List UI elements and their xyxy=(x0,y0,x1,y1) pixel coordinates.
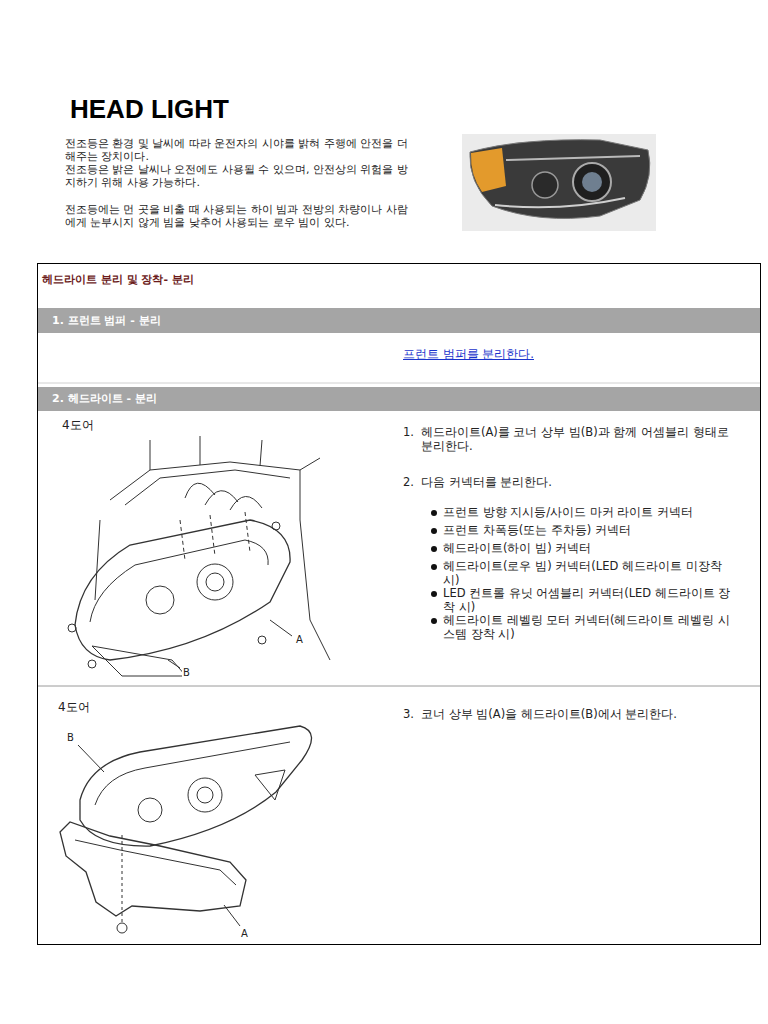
connector-item: 헤드라이트 레벨링 모터 커넥터(헤드라이트 레벨링 시스템 장착 시) xyxy=(443,614,733,642)
link-text: 프런트 범퍼를 분리한다. xyxy=(403,348,703,362)
callout-letter: A xyxy=(240,928,249,940)
step-number: 3. xyxy=(403,708,421,722)
connector-item: 헤드라이트(하이 빔) 커넥터 xyxy=(443,542,733,556)
bullet-dot xyxy=(431,528,437,534)
connector-item: 프런트 차폭등(또는 주차등) 커넥터 xyxy=(443,524,733,538)
band-heading: 1. 프런트 범퍼 - 분리 xyxy=(38,308,760,333)
corner-beam-drawing xyxy=(60,726,312,933)
callout-letter: A xyxy=(295,634,304,646)
procedure-panel: 헤드라이트 분리 및 장착- 분리 1. 프런트 범퍼 - 분리 2. 헤드라이트 … xyxy=(37,263,761,945)
panel-heading: 헤드라이트 분리 및 장착- 분리 xyxy=(38,264,760,287)
step-number: 2. xyxy=(403,476,421,490)
step-text: 코너 상부 빔(A)을 헤드라이트(B)에서 분리한다. xyxy=(421,708,731,722)
page-title: HEAD LIGHT xyxy=(70,94,229,125)
intro-text: 전조등은 밝은 날씨나 오전에도 사용될 수 있으며, 안전상의 위험을 방지하… xyxy=(65,163,417,189)
row-divider xyxy=(38,686,760,687)
intro-text: 전조등에는 먼 곳을 비출 때 사용되는 하이 빔과 전방의 차량이나 사람에게… xyxy=(65,203,417,229)
callout-letter: B xyxy=(66,732,75,744)
connector-item: 헤드라이트(로우 빔) 커넥터(LED 헤드라이트 미장착 시) xyxy=(443,560,733,588)
headlight-photo xyxy=(462,134,656,231)
intro-text: 전조등은 환경 및 날씨에 따라 운전자의 시야를 밝혀 주행에 안전을 더해주… xyxy=(65,137,417,163)
headlight-removal-drawing xyxy=(68,436,330,676)
bullet-dot xyxy=(431,546,437,552)
variant-label: 4도어 xyxy=(58,700,118,714)
variant-label: 4도어 xyxy=(62,418,122,432)
row-divider xyxy=(38,383,760,384)
step-number: 1. xyxy=(403,426,421,440)
bullet-dot xyxy=(431,618,437,624)
section-band: 2. 헤드라이트 - 분리 xyxy=(38,387,760,411)
connector-item: 프런트 방향 지시등/사이드 마커 라이트 커넥터 xyxy=(443,506,733,520)
step-text: 다음 커넥터를 분리한다. xyxy=(421,476,731,490)
bullet-dot xyxy=(431,591,437,597)
band-heading: 2. 헤드라이트 - 분리 xyxy=(38,387,760,411)
bullet-dot xyxy=(431,564,437,570)
step-text: 헤드라이트(A)를 코너 상부 빔(B)과 함께 어셈블리 형태로 분리한다. xyxy=(421,426,731,454)
bullet-dot xyxy=(431,510,437,516)
callout-letter: B xyxy=(182,667,191,679)
section-band: 1. 프런트 범퍼 - 분리 xyxy=(38,308,760,333)
connector-item: LED 컨트롤 유닛 어셈블리 커넥터(LED 헤드라이트 장착 시) xyxy=(443,587,733,615)
